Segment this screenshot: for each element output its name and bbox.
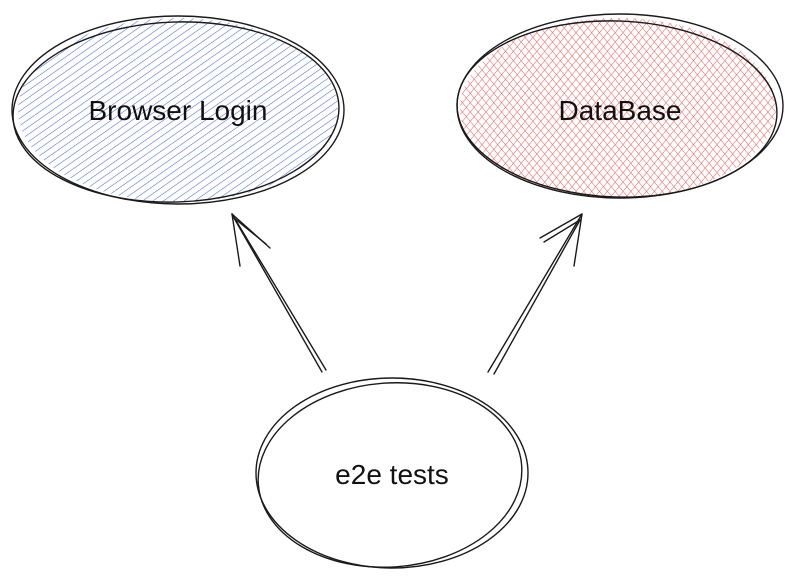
database-label: DataBase bbox=[559, 95, 682, 126]
browser-login-label: Browser Login bbox=[89, 95, 268, 126]
node-e2e-tests[interactable]: e2e tests bbox=[252, 374, 529, 576]
node-browser-login[interactable]: Browser Login bbox=[10, 15, 345, 208]
e2e-tests-outline bbox=[255, 377, 529, 569]
browser-login-outline-2 bbox=[12, 21, 340, 203]
arrow-e2e-to-database bbox=[487, 213, 583, 375]
database-fill-b bbox=[460, 18, 776, 198]
browser-login-fill bbox=[18, 18, 338, 202]
e2e-tests-outline-2 bbox=[257, 382, 523, 568]
arrow-e2e-to-browser-login bbox=[231, 213, 327, 373]
node-database[interactable]: DataBase bbox=[454, 13, 784, 203]
e2e-tests-label: e2e tests bbox=[335, 459, 449, 490]
database-outline-2 bbox=[456, 20, 778, 198]
browser-login-outline bbox=[11, 15, 345, 205]
